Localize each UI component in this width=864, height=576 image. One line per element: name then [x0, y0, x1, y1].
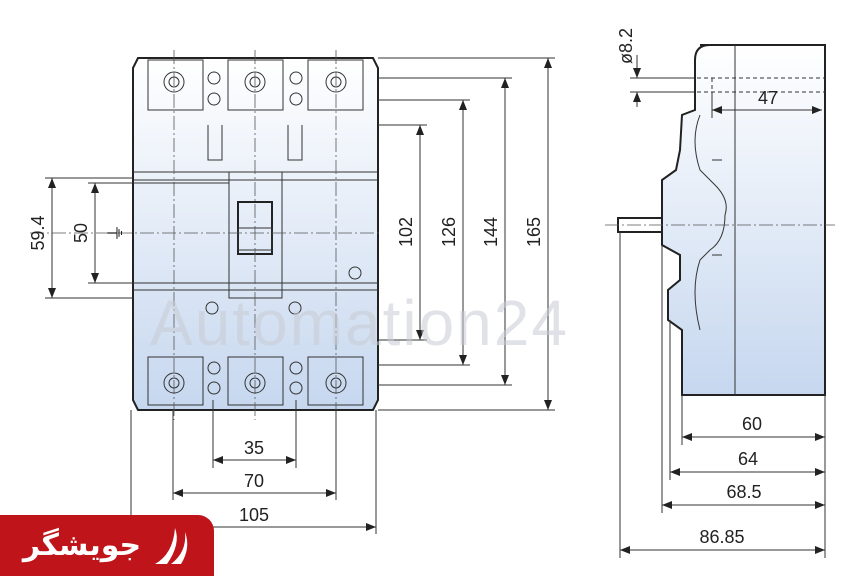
dim-35: 35 [244, 438, 264, 458]
front-dimensions: 102 126 144 165 59.4 50 ⏚ 35 70 105 [28, 57, 555, 534]
dim-60: 60 [742, 414, 762, 434]
dim-diameter-8-2: ø8.2 [616, 28, 636, 64]
dim-165: 165 [524, 217, 544, 247]
dim-70: 70 [244, 471, 264, 491]
ground-symbol: ⏚ [106, 224, 126, 242]
dim-68-5: 68.5 [726, 482, 761, 502]
dim-47: 47 [758, 88, 778, 108]
dim-64: 64 [738, 449, 758, 469]
dim-86-85: 86.85 [699, 527, 744, 547]
dim-50: 50 [71, 223, 91, 243]
front-view [30, 50, 380, 420]
dim-144: 144 [481, 217, 501, 247]
side-view [605, 44, 835, 396]
brand-logo: جویشگر [0, 515, 214, 576]
logo-swoosh-icon [155, 527, 188, 564]
side-dimensions: ø8.2 47 60 64 68.5 86.85 [616, 28, 826, 558]
logo-text: جویشگر [22, 528, 142, 563]
dim-105: 105 [239, 505, 269, 525]
dim-59-4: 59.4 [28, 215, 48, 250]
watermark: Automation24 [150, 287, 569, 359]
dim-102: 102 [396, 217, 416, 247]
dim-126: 126 [439, 217, 459, 247]
